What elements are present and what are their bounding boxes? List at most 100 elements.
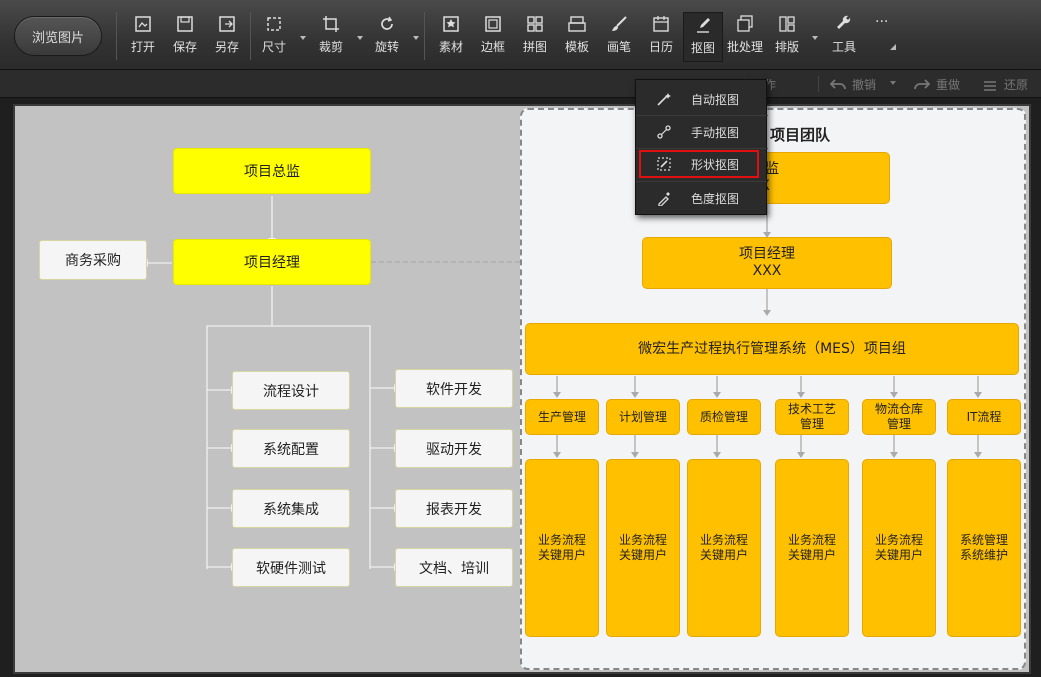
template-button[interactable]: 模板 — [557, 14, 597, 60]
dept-production-box[interactable]: 生产管理 — [525, 399, 599, 435]
open-label: 打开 — [130, 40, 155, 54]
brush-icon — [612, 16, 627, 31]
menu-manual-cutout[interactable]: 手动抠图 — [636, 117, 768, 147]
hw-sw-testing-box[interactable]: 软硬件测试 — [232, 548, 350, 587]
brush-button[interactable]: 画笔 — [599, 14, 639, 60]
save-button[interactable]: 保存 — [165, 14, 205, 60]
redo-label: 重做 — [936, 78, 961, 92]
toolbar-divider — [116, 12, 117, 60]
crop-dropdown-caret[interactable] — [357, 36, 363, 40]
users-technology-box[interactable]: 业务流程 关键用户 — [775, 459, 849, 637]
dept-planning-box[interactable]: 计划管理 — [606, 399, 680, 435]
process-design-box[interactable]: 流程设计 — [232, 371, 350, 410]
calendar-label: 日历 — [648, 40, 673, 54]
tools-button[interactable]: 工具 — [824, 14, 864, 60]
main-toolbar: 浏览图片 打开 保存 另存 尺寸 裁剪 旋转 素材 边框 拼图 — [0, 0, 1041, 70]
crop-label: 裁剪 — [318, 40, 343, 54]
batch-label: 批处理 — [726, 40, 763, 54]
expand-corner-icon[interactable] — [890, 44, 896, 50]
undo-icon — [830, 78, 846, 89]
browse-images-button[interactable]: 浏览图片 — [14, 16, 102, 56]
layout-dropdown-caret[interactable] — [812, 36, 818, 40]
director-box[interactable]: 项目总监 — [173, 148, 371, 194]
layout-label: 排版 — [774, 40, 799, 54]
users-production-box[interactable]: 业务流程 关键用户 — [525, 459, 599, 637]
report-dev-box[interactable]: 报表开发 — [395, 489, 513, 528]
action-divider — [818, 76, 819, 92]
team-title: 项目团队 — [770, 126, 831, 144]
image-canvas[interactable]: 项目总监 项目经理 商务采购 流程设计 系统配置 系统集成 软硬件测试 软件开发… — [13, 104, 1031, 674]
menu-divider — [636, 181, 768, 182]
tools-label: 工具 — [831, 40, 856, 54]
redo-button[interactable]: 重做 — [914, 76, 960, 93]
menu-chroma-cutout[interactable]: 色度抠图 — [636, 183, 768, 213]
project-team-panel[interactable]: 项目团队 总监 X 项目经理 XXX 微宏生产过程执行管理系统（MES）项目组 … — [520, 108, 1026, 670]
menu-shape-cutout[interactable]: 形状抠图 — [638, 149, 760, 179]
more-button[interactable]: ··· — [875, 14, 889, 30]
chroma-cutout-label: 色度抠图 — [691, 191, 740, 206]
save-as-button[interactable]: 另存 — [207, 14, 247, 60]
shape-cutout-icon — [657, 157, 671, 171]
collage-button[interactable]: 拼图 — [515, 14, 555, 60]
size-button[interactable]: 尺寸 — [254, 14, 294, 60]
shape-cutout-label: 形状抠图 — [691, 157, 740, 172]
border-icon — [485, 16, 501, 32]
dept-technology-box[interactable]: 技术工艺 管理 — [775, 399, 849, 435]
menu-divider — [636, 115, 768, 116]
system-integration-box[interactable]: 系统集成 — [232, 489, 350, 528]
procurement-box[interactable]: 商务采购 — [39, 240, 147, 280]
border-button[interactable]: 边框 — [473, 14, 513, 60]
rotate-label: 旋转 — [374, 40, 399, 54]
collage-icon — [527, 16, 543, 32]
docs-training-box[interactable]: 文档、培训 — [395, 548, 513, 587]
open-button[interactable]: 打开 — [123, 14, 163, 60]
users-quality-box[interactable]: 业务流程 关键用户 — [687, 459, 761, 637]
driver-dev-box[interactable]: 驱动开发 — [395, 429, 513, 468]
material-button[interactable]: 素材 — [431, 14, 471, 60]
calendar-button[interactable]: 日历 — [641, 14, 681, 60]
dept-logistics-box[interactable]: 物流仓库 管理 — [862, 399, 936, 435]
layout-icon — [779, 16, 795, 32]
team-manager-title: 项目经理 — [739, 246, 795, 262]
save-icon — [177, 16, 193, 32]
manager-box[interactable]: 项目经理 — [173, 239, 371, 285]
template-label: 模板 — [564, 40, 589, 54]
software-dev-box[interactable]: 软件开发 — [395, 369, 513, 408]
cutout-dropdown-menu: 自动抠图 手动抠图 形状抠图 色度抠图 — [635, 79, 768, 215]
brush-label: 画笔 — [606, 40, 631, 54]
auto-cutout-label: 自动抠图 — [691, 92, 740, 107]
action-bar: 存动作 撤销 重做 还原 — [0, 70, 1041, 98]
template-icon — [568, 16, 586, 32]
crop-button[interactable]: 裁剪 — [311, 14, 351, 60]
layout-button[interactable]: 排版 — [767, 14, 807, 60]
manual-cutout-icon — [657, 125, 671, 139]
menu-auto-cutout[interactable]: 自动抠图 — [636, 84, 768, 114]
menu-divider — [636, 148, 768, 149]
chroma-cutout-icon — [658, 192, 670, 206]
save-label: 保存 — [172, 40, 197, 54]
system-config-box[interactable]: 系统配置 — [232, 429, 350, 468]
users-it-box[interactable]: 系统管理 系统维护 — [947, 459, 1021, 637]
open-icon — [135, 16, 151, 32]
size-label: 尺寸 — [261, 40, 286, 54]
undo-button[interactable]: 撤销 — [830, 76, 876, 93]
team-manager-name: XXX — [752, 263, 782, 279]
users-planning-box[interactable]: 业务流程 关键用户 — [606, 459, 680, 637]
users-logistics-box[interactable]: 业务流程 关键用户 — [862, 459, 936, 637]
manual-cutout-label: 手动抠图 — [691, 125, 740, 140]
undo-dropdown-caret[interactable] — [890, 81, 896, 85]
restore-button[interactable]: 还原 — [982, 76, 1028, 93]
crop-icon — [323, 16, 339, 32]
rotate-button[interactable]: 旋转 — [367, 14, 407, 60]
team-manager-box[interactable]: 项目经理 XXX — [642, 237, 892, 289]
rotate-dropdown-caret[interactable] — [413, 36, 419, 40]
calendar-icon — [653, 16, 669, 32]
size-dropdown-caret[interactable] — [300, 36, 306, 40]
dept-it-box[interactable]: IT流程 — [947, 399, 1021, 435]
material-icon — [443, 16, 459, 32]
save-as-icon — [219, 16, 235, 32]
cutout-button[interactable]: 抠图 — [683, 12, 723, 62]
mes-group-box[interactable]: 微宏生产过程执行管理系统（MES）项目组 — [525, 323, 1019, 375]
dept-quality-box[interactable]: 质检管理 — [687, 399, 761, 435]
batch-button[interactable]: 批处理 — [724, 14, 766, 60]
